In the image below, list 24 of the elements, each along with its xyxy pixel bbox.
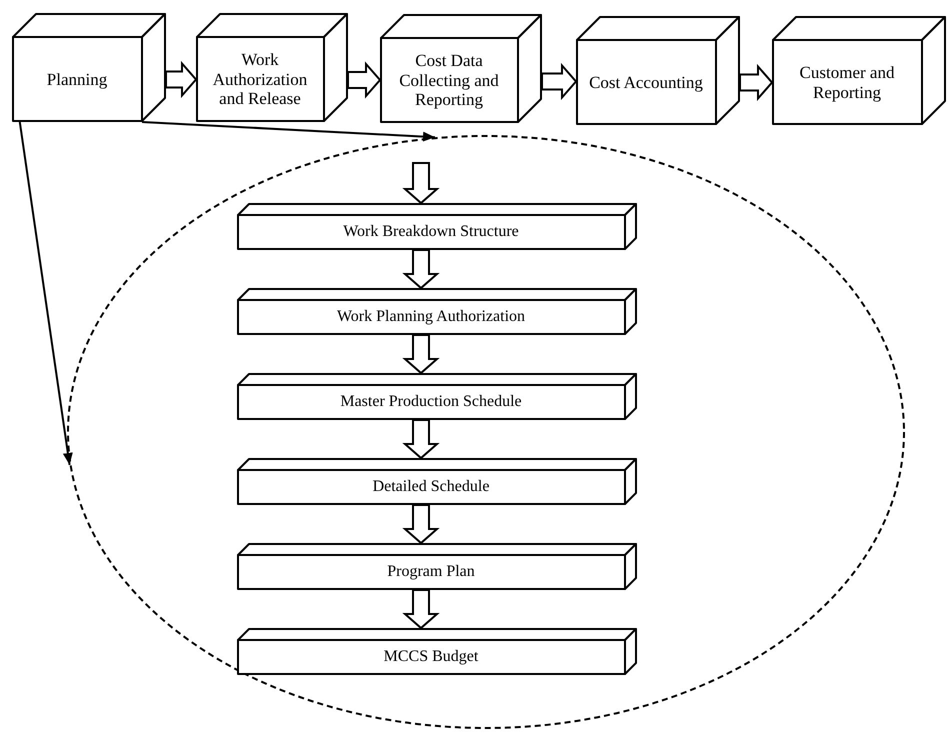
block-arrow <box>402 504 440 544</box>
block-arrow <box>402 589 440 630</box>
box-label: Customer and Reporting <box>798 62 896 102</box>
box-label: Cost Data Collecting and Reporting <box>398 51 500 110</box>
block-arrow <box>402 334 440 374</box>
block-arrow <box>739 64 774 102</box>
box-label: Master Production Schedule <box>340 393 522 412</box>
arrow <box>142 121 436 142</box>
block-arrow <box>347 61 382 99</box>
block-arrow <box>165 60 198 98</box>
block-arrow <box>402 419 440 460</box>
box-label: Detailed Schedule <box>372 478 490 497</box>
block-arrow <box>541 62 578 100</box>
block-arrow <box>402 249 440 290</box>
box-label: Program Plan <box>387 563 475 582</box>
box-label: Work Planning Authorization <box>336 308 526 327</box>
dashed-ellipse <box>67 135 905 729</box>
box-label: Cost Accounting <box>589 72 703 92</box>
block-arrow <box>402 162 440 204</box>
box-label: MCCS Budget <box>384 648 478 667</box>
arrow <box>18 122 73 466</box>
box-label: Work Authorization and Release <box>212 50 308 109</box>
box-label: Planning <box>46 70 108 90</box>
box-label: Work Breakdown Structure <box>343 223 519 242</box>
